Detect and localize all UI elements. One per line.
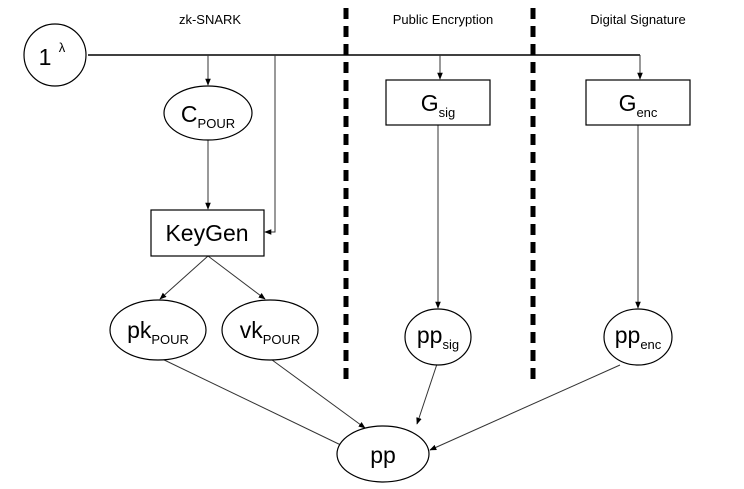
g-enc-base: G (619, 90, 637, 116)
g-enc-sub: enc (636, 105, 657, 120)
header-zk-snark: zk-SNARK (179, 12, 241, 27)
svg-text:Genc: Genc (619, 90, 658, 120)
edge-pk-to-pp (157, 356, 348, 449)
node-pp: pp (336, 425, 430, 483)
pk-pour-base: pk (127, 317, 152, 343)
node-c-pour: CPOUR (163, 85, 253, 141)
node-g-sig: Gsig (385, 79, 491, 126)
pp-enc-sub: enc (640, 337, 661, 352)
pp-sig-sub: sig (442, 337, 459, 352)
edge-to-keygen (264, 55, 276, 235)
security-parameter-sup: λ (59, 40, 66, 55)
node-vk-pour: vkPOUR (221, 299, 319, 361)
vk-pour-sub: POUR (263, 332, 301, 347)
pp-enc-base: pp (615, 322, 641, 348)
pp-label: pp (370, 442, 396, 468)
security-parameter-base: 1 (39, 44, 52, 70)
vk-pour-base: vk (240, 317, 264, 343)
header-digital-signature: Digital Signature (590, 12, 685, 27)
c-pour-sub: POUR (198, 116, 236, 131)
g-sig-base: G (421, 90, 439, 116)
node-g-enc: Genc (585, 79, 691, 126)
svg-text:ppsig: ppsig (417, 322, 459, 352)
node-security-parameter: 1 λ (23, 23, 87, 87)
node-pp-enc: ppenc (603, 308, 673, 366)
node-pp-sig: ppsig (404, 308, 472, 366)
svg-text:ppenc: ppenc (615, 322, 662, 352)
svg-text:Gsig: Gsig (421, 90, 456, 120)
svg-text:CPOUR: CPOUR (181, 101, 235, 131)
edge-pp-sig-to-pp (416, 363, 438, 425)
svg-text:vkPOUR: vkPOUR (240, 317, 301, 347)
edge-vk-to-pp (267, 356, 366, 429)
edge-keygen-to-pk (159, 255, 209, 300)
node-keygen: KeyGen (150, 209, 265, 257)
g-sig-sub: sig (439, 105, 456, 120)
keygen-label: KeyGen (165, 220, 248, 246)
header-public-encryption: Public Encryption (393, 12, 493, 27)
node-pk-pour: pkPOUR (109, 299, 207, 361)
c-pour-base: C (181, 101, 198, 127)
edge-keygen-to-vk (207, 255, 266, 300)
pk-pour-sub: POUR (151, 332, 189, 347)
svg-text:pkPOUR: pkPOUR (127, 317, 189, 347)
pp-sig-base: pp (417, 322, 443, 348)
edge-pp-enc-to-pp (429, 364, 621, 451)
